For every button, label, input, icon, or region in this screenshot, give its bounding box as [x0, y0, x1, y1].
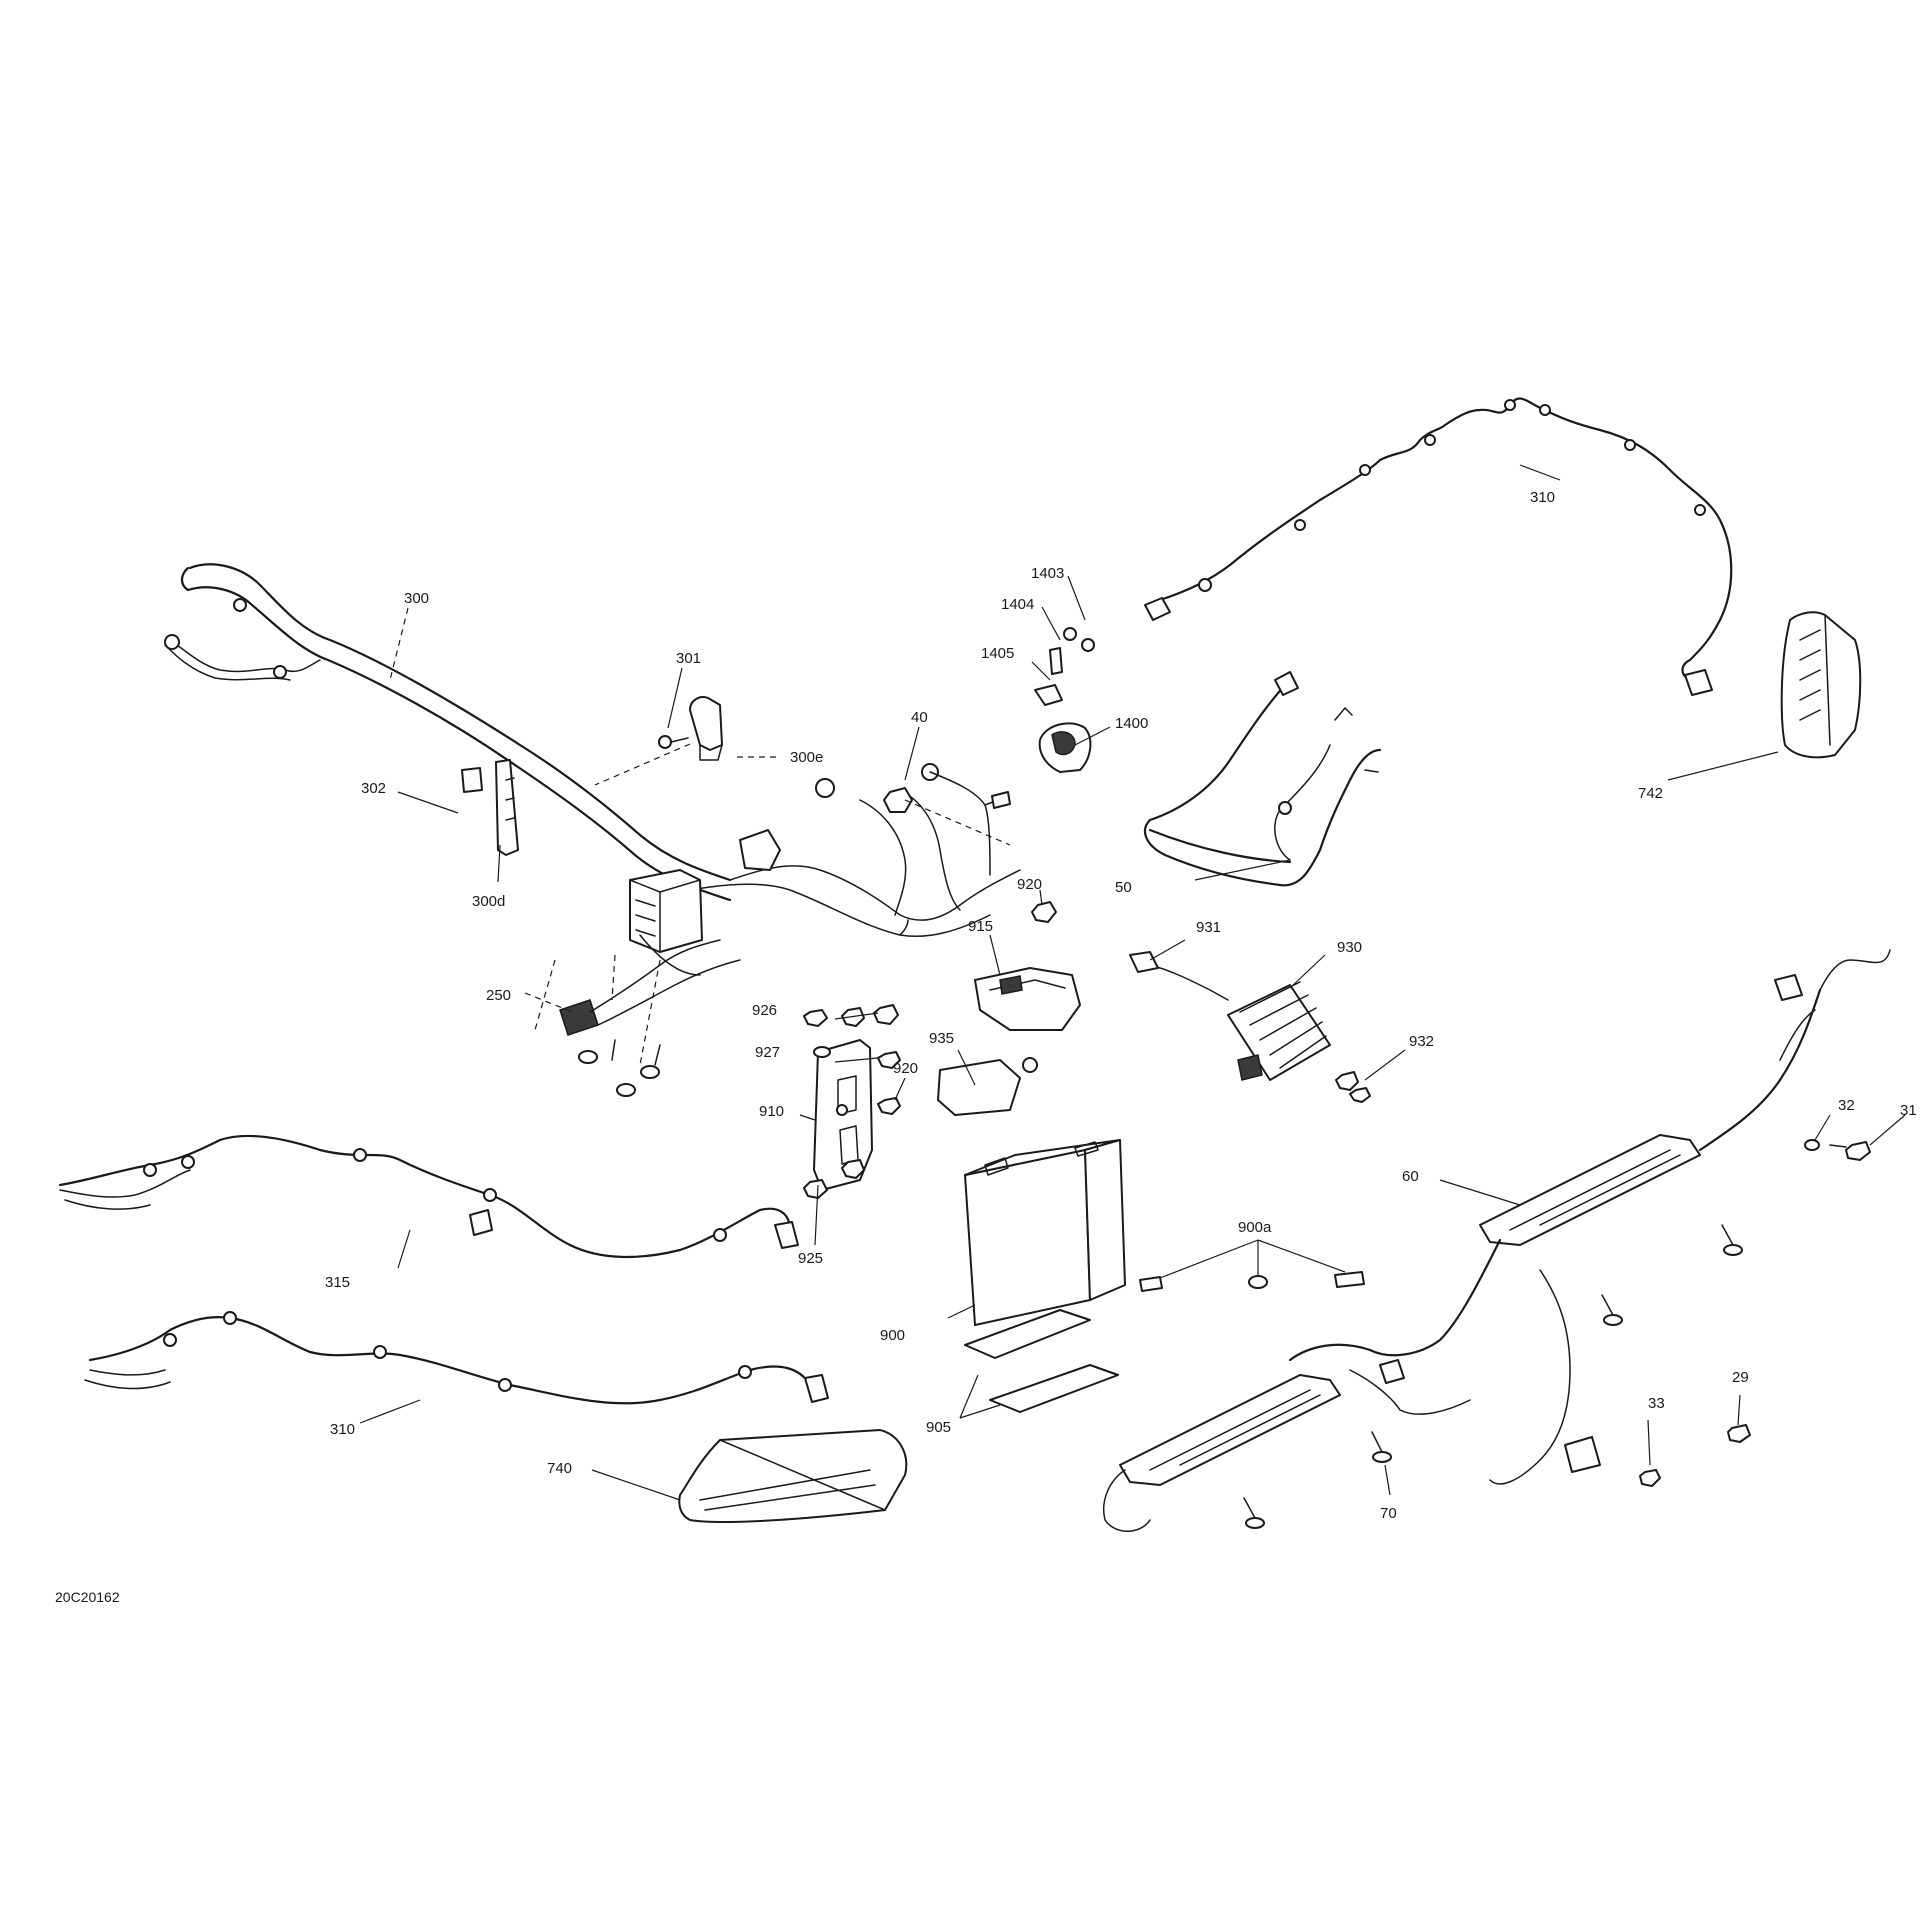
callout-905: 905 — [926, 1419, 951, 1436]
callout-910: 910 — [759, 1103, 784, 1120]
cover-935 — [937, 1057, 1038, 1116]
callout-50: 50 — [1115, 879, 1132, 896]
main-harness-300 — [164, 563, 1021, 1036]
callout-29: 29 — [1732, 1369, 1749, 1386]
fasteners — [1243, 1139, 1871, 1529]
callout-925: 925 — [798, 1250, 823, 1267]
callout-300d: 300d — [472, 893, 505, 910]
callout-1403: 1403 — [1031, 565, 1064, 582]
nuts-920-926-925-927 — [803, 901, 1057, 1199]
callout-927: 927 — [755, 1044, 780, 1061]
callout-931: 931 — [1196, 919, 1221, 936]
callout-740: 740 — [547, 1460, 572, 1477]
pads-905 — [964, 1309, 1119, 1413]
callout-935: 935 — [929, 1030, 954, 1047]
harness-310-bottom — [84, 1311, 829, 1405]
light-740 — [678, 1429, 908, 1523]
callout-310-bottom: 310 — [330, 1421, 355, 1438]
callout-40: 40 — [911, 709, 928, 726]
leader-lines — [359, 464, 1906, 1501]
callout-920-top: 920 — [1017, 876, 1042, 893]
callout-900a: 900a — [1238, 1219, 1272, 1236]
callout-900: 900 — [880, 1327, 905, 1344]
sensor-1400 — [1034, 627, 1095, 773]
callout-1405: 1405 — [981, 645, 1014, 662]
battery-cables-50 — [1143, 671, 1382, 887]
callout-labels: 300 301 300e 302 300d 250 40 1403 1404 1… — [55, 489, 1917, 1605]
callout-932: 932 — [1409, 1033, 1434, 1050]
bracket-910 — [813, 1039, 873, 1191]
callout-250: 250 — [486, 987, 511, 1004]
headlight-742 — [1780, 611, 1862, 759]
callout-310-top: 310 — [1530, 489, 1555, 506]
callout-930: 930 — [1337, 939, 1362, 956]
callout-920-mid: 920 — [893, 1060, 918, 1077]
callout-742: 742 — [1638, 785, 1663, 802]
callout-302: 302 — [361, 780, 386, 797]
callout-33: 33 — [1648, 1395, 1665, 1412]
harness-310-top — [1144, 397, 1733, 696]
bolt-40 — [883, 787, 913, 813]
clip-parts — [461, 696, 723, 856]
callout-300: 300 — [404, 590, 429, 607]
callout-300e: 300e — [790, 749, 823, 766]
harness-rail-60 — [1103, 949, 1891, 1532]
callout-926: 926 — [752, 1002, 777, 1019]
callout-31: 31 — [1900, 1102, 1917, 1119]
callout-915: 915 — [968, 918, 993, 935]
callout-60: 60 — [1402, 1168, 1419, 1185]
callout-1404: 1404 — [1001, 596, 1034, 613]
callout-32: 32 — [1838, 1097, 1855, 1114]
callout-1400: 1400 — [1115, 715, 1148, 732]
battery-900 — [964, 1139, 1126, 1326]
screws-250 — [578, 1039, 661, 1097]
callout-315: 315 — [325, 1274, 350, 1291]
hardware-900a — [1139, 1271, 1365, 1292]
callout-70: 70 — [1380, 1505, 1397, 1522]
figure-code: 20C20162 — [55, 1589, 120, 1605]
regulator-930 — [1129, 951, 1371, 1103]
fuse-holder-915 — [974, 967, 1081, 1031]
callout-301: 301 — [676, 650, 701, 667]
harness-315 — [58, 1134, 799, 1259]
